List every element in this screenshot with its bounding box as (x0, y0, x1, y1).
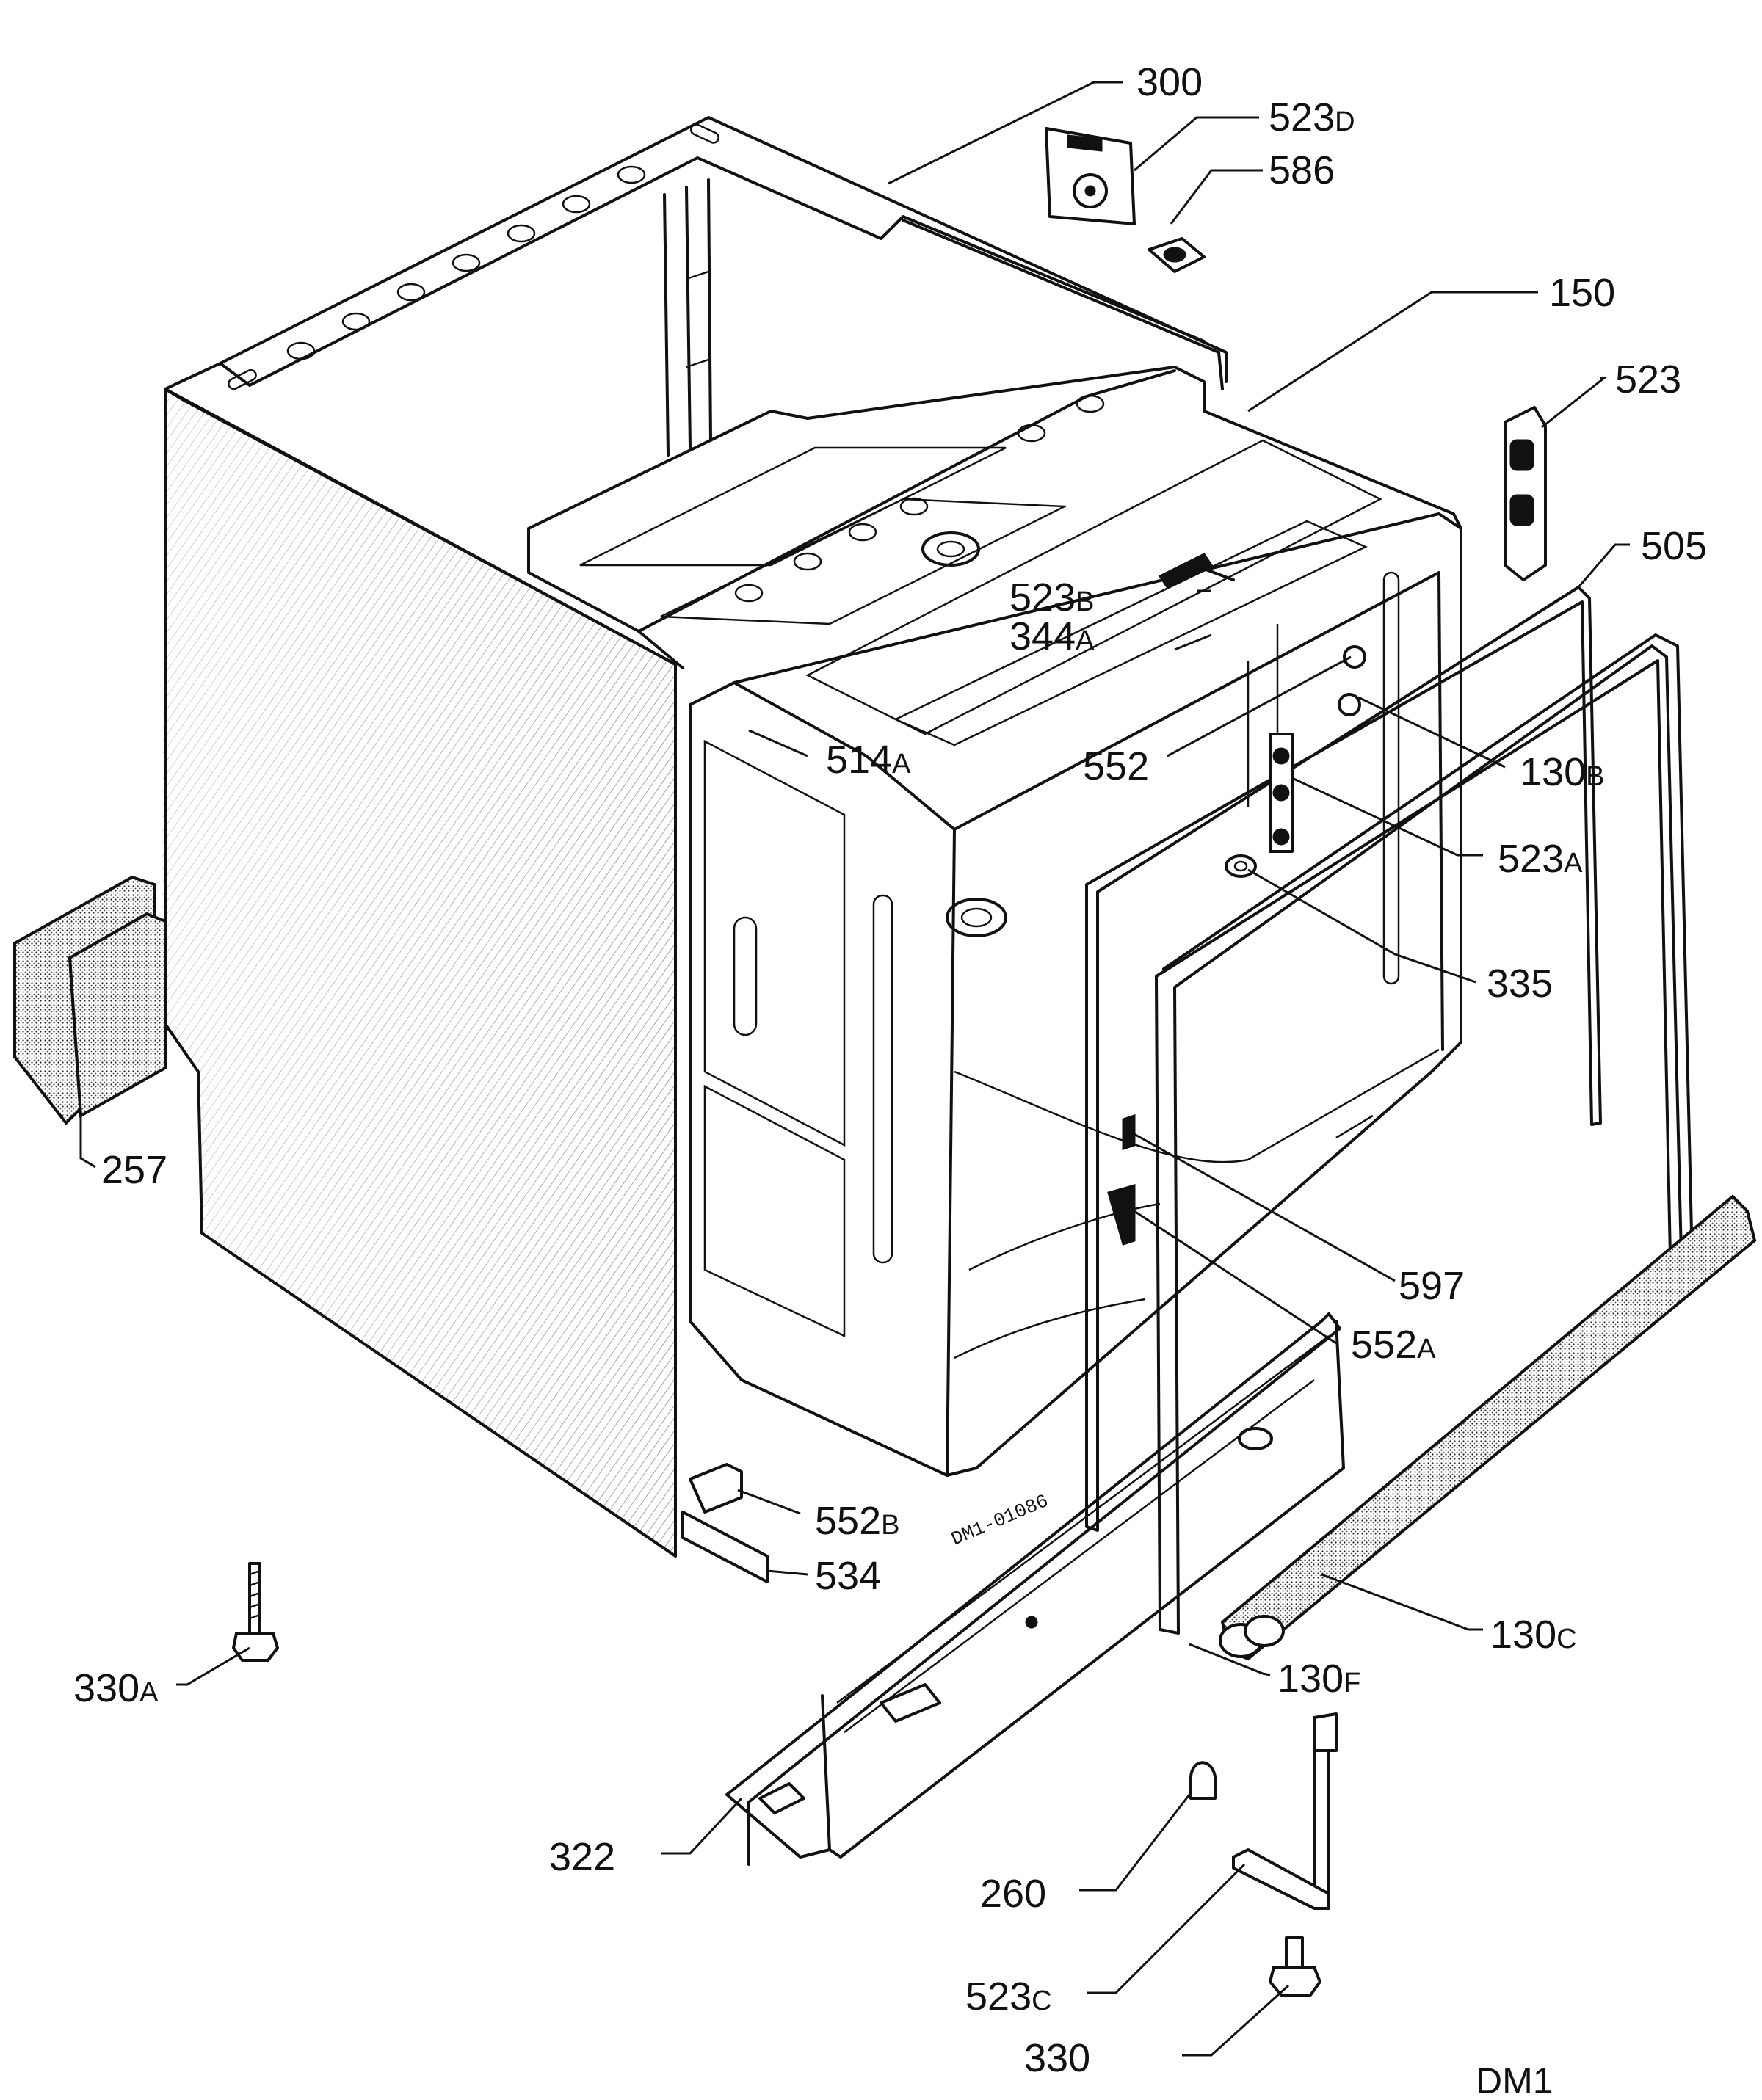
part-330a-leveling-foot (232, 1562, 279, 1662)
part-260-cap (1189, 1761, 1217, 1800)
part-130c-bottom-seal (1219, 1194, 1757, 1661)
callout-300: 300 (1136, 60, 1203, 104)
callout-330a: 330A (73, 1666, 159, 1710)
leader-lines (79, 81, 1630, 2057)
part-586-nut (1148, 237, 1206, 273)
callout-150: 150 (1549, 271, 1615, 315)
part-523b-strike (1158, 553, 1235, 589)
diagram-code: DM1 (1476, 2060, 1553, 2100)
callout-514a: 514A (826, 738, 911, 782)
callout-552b: 552B (815, 1499, 899, 1543)
callout-130f: 130F (1277, 1657, 1360, 1701)
callout-130b: 130B (1520, 750, 1604, 794)
part-523-latch (1504, 406, 1547, 581)
callout-523d: 523D (1269, 95, 1355, 139)
callout-322: 322 (549, 1835, 615, 1879)
callout-523b: 523B (1009, 575, 1094, 620)
callout-597: 597 (1399, 1264, 1465, 1308)
callout-552a: 552A (1351, 1323, 1436, 1367)
callout-labels: 300 523D 586 150 523 505 523B 344A 514A … (73, 60, 1707, 2080)
callout-552: 552 (1083, 744, 1149, 788)
callout-523: 523 (1615, 357, 1681, 402)
callout-330: 330 (1024, 2036, 1090, 2080)
callout-260: 260 (980, 1872, 1046, 1916)
part-523d-hinge-bracket (1045, 127, 1136, 225)
callout-335: 335 (1487, 962, 1553, 1006)
callout-257: 257 (101, 1148, 167, 1192)
part-523c-bracket (1232, 1712, 1338, 1910)
part-330-leveling-foot (1269, 1936, 1322, 1997)
callout-534: 534 (815, 1554, 881, 1598)
callout-344a: 344A (1009, 614, 1095, 658)
part-257-insulation-block (13, 875, 167, 1126)
callout-523a: 523A (1498, 837, 1583, 881)
parts-597-552a-clips (1107, 1113, 1136, 1246)
callout-523c: 523C (965, 1974, 1052, 2019)
parts-130b-523a-335-fittings (1225, 645, 1366, 878)
part-322-base-rail (725, 1312, 1345, 1866)
callout-130c: 130C (1490, 1613, 1577, 1657)
top-rail-holes (228, 123, 720, 390)
callout-505: 505 (1641, 524, 1707, 568)
cabinet-housing (162, 116, 1228, 1558)
drawing-number-stamp: DM1-01086 (948, 1490, 1051, 1550)
part-552b-534-hinge (681, 1463, 769, 1583)
callout-586: 586 (1269, 148, 1335, 192)
